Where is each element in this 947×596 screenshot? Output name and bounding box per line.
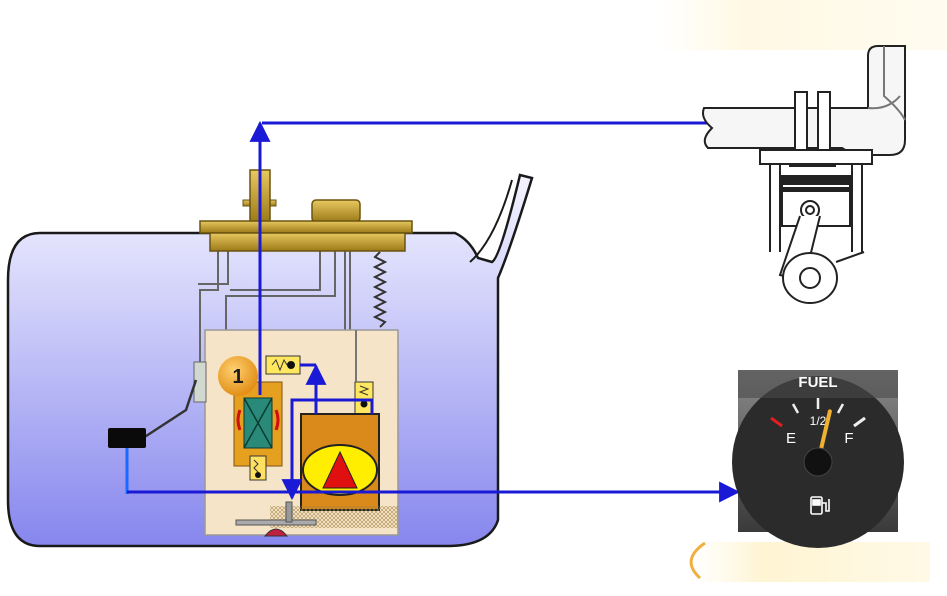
gauge-title: FUEL bbox=[798, 374, 837, 391]
return-flow bbox=[281, 398, 374, 501]
sender-float bbox=[108, 428, 146, 448]
callout-number: 1 bbox=[232, 366, 243, 388]
gauge-half-label: 1/2 bbox=[810, 414, 827, 428]
top-right-fade-bar bbox=[655, 0, 947, 50]
gauge-empty-label: E bbox=[786, 430, 796, 447]
fuel-gauge: FUEL E 1/2 F bbox=[732, 370, 904, 548]
gauge-full-label: F bbox=[844, 430, 853, 447]
bottom-right-fade-bar bbox=[690, 542, 930, 582]
fuel-flow-lines bbox=[127, 112, 741, 503]
callout-marker-1: 1 bbox=[218, 356, 258, 396]
bottom-right-swoosh bbox=[689, 541, 706, 580]
tick-full bbox=[853, 416, 866, 428]
check-valve-top bbox=[265, 355, 301, 375]
tick-three-quarter bbox=[836, 403, 845, 414]
module-flange bbox=[199, 169, 413, 252]
engine-cylinder bbox=[702, 45, 906, 304]
module-hoses bbox=[198, 248, 351, 365]
fuel-pump-icon bbox=[810, 496, 830, 515]
pump-warning-icon bbox=[322, 450, 358, 489]
tick-empty bbox=[770, 416, 783, 428]
jet-pump-assembly bbox=[233, 381, 283, 481]
inlet-filter bbox=[235, 501, 317, 537]
fuel-pump bbox=[300, 413, 380, 511]
fuel-level-sender bbox=[108, 361, 207, 494]
module-spring bbox=[372, 251, 388, 328]
tick-quarter bbox=[791, 403, 800, 414]
